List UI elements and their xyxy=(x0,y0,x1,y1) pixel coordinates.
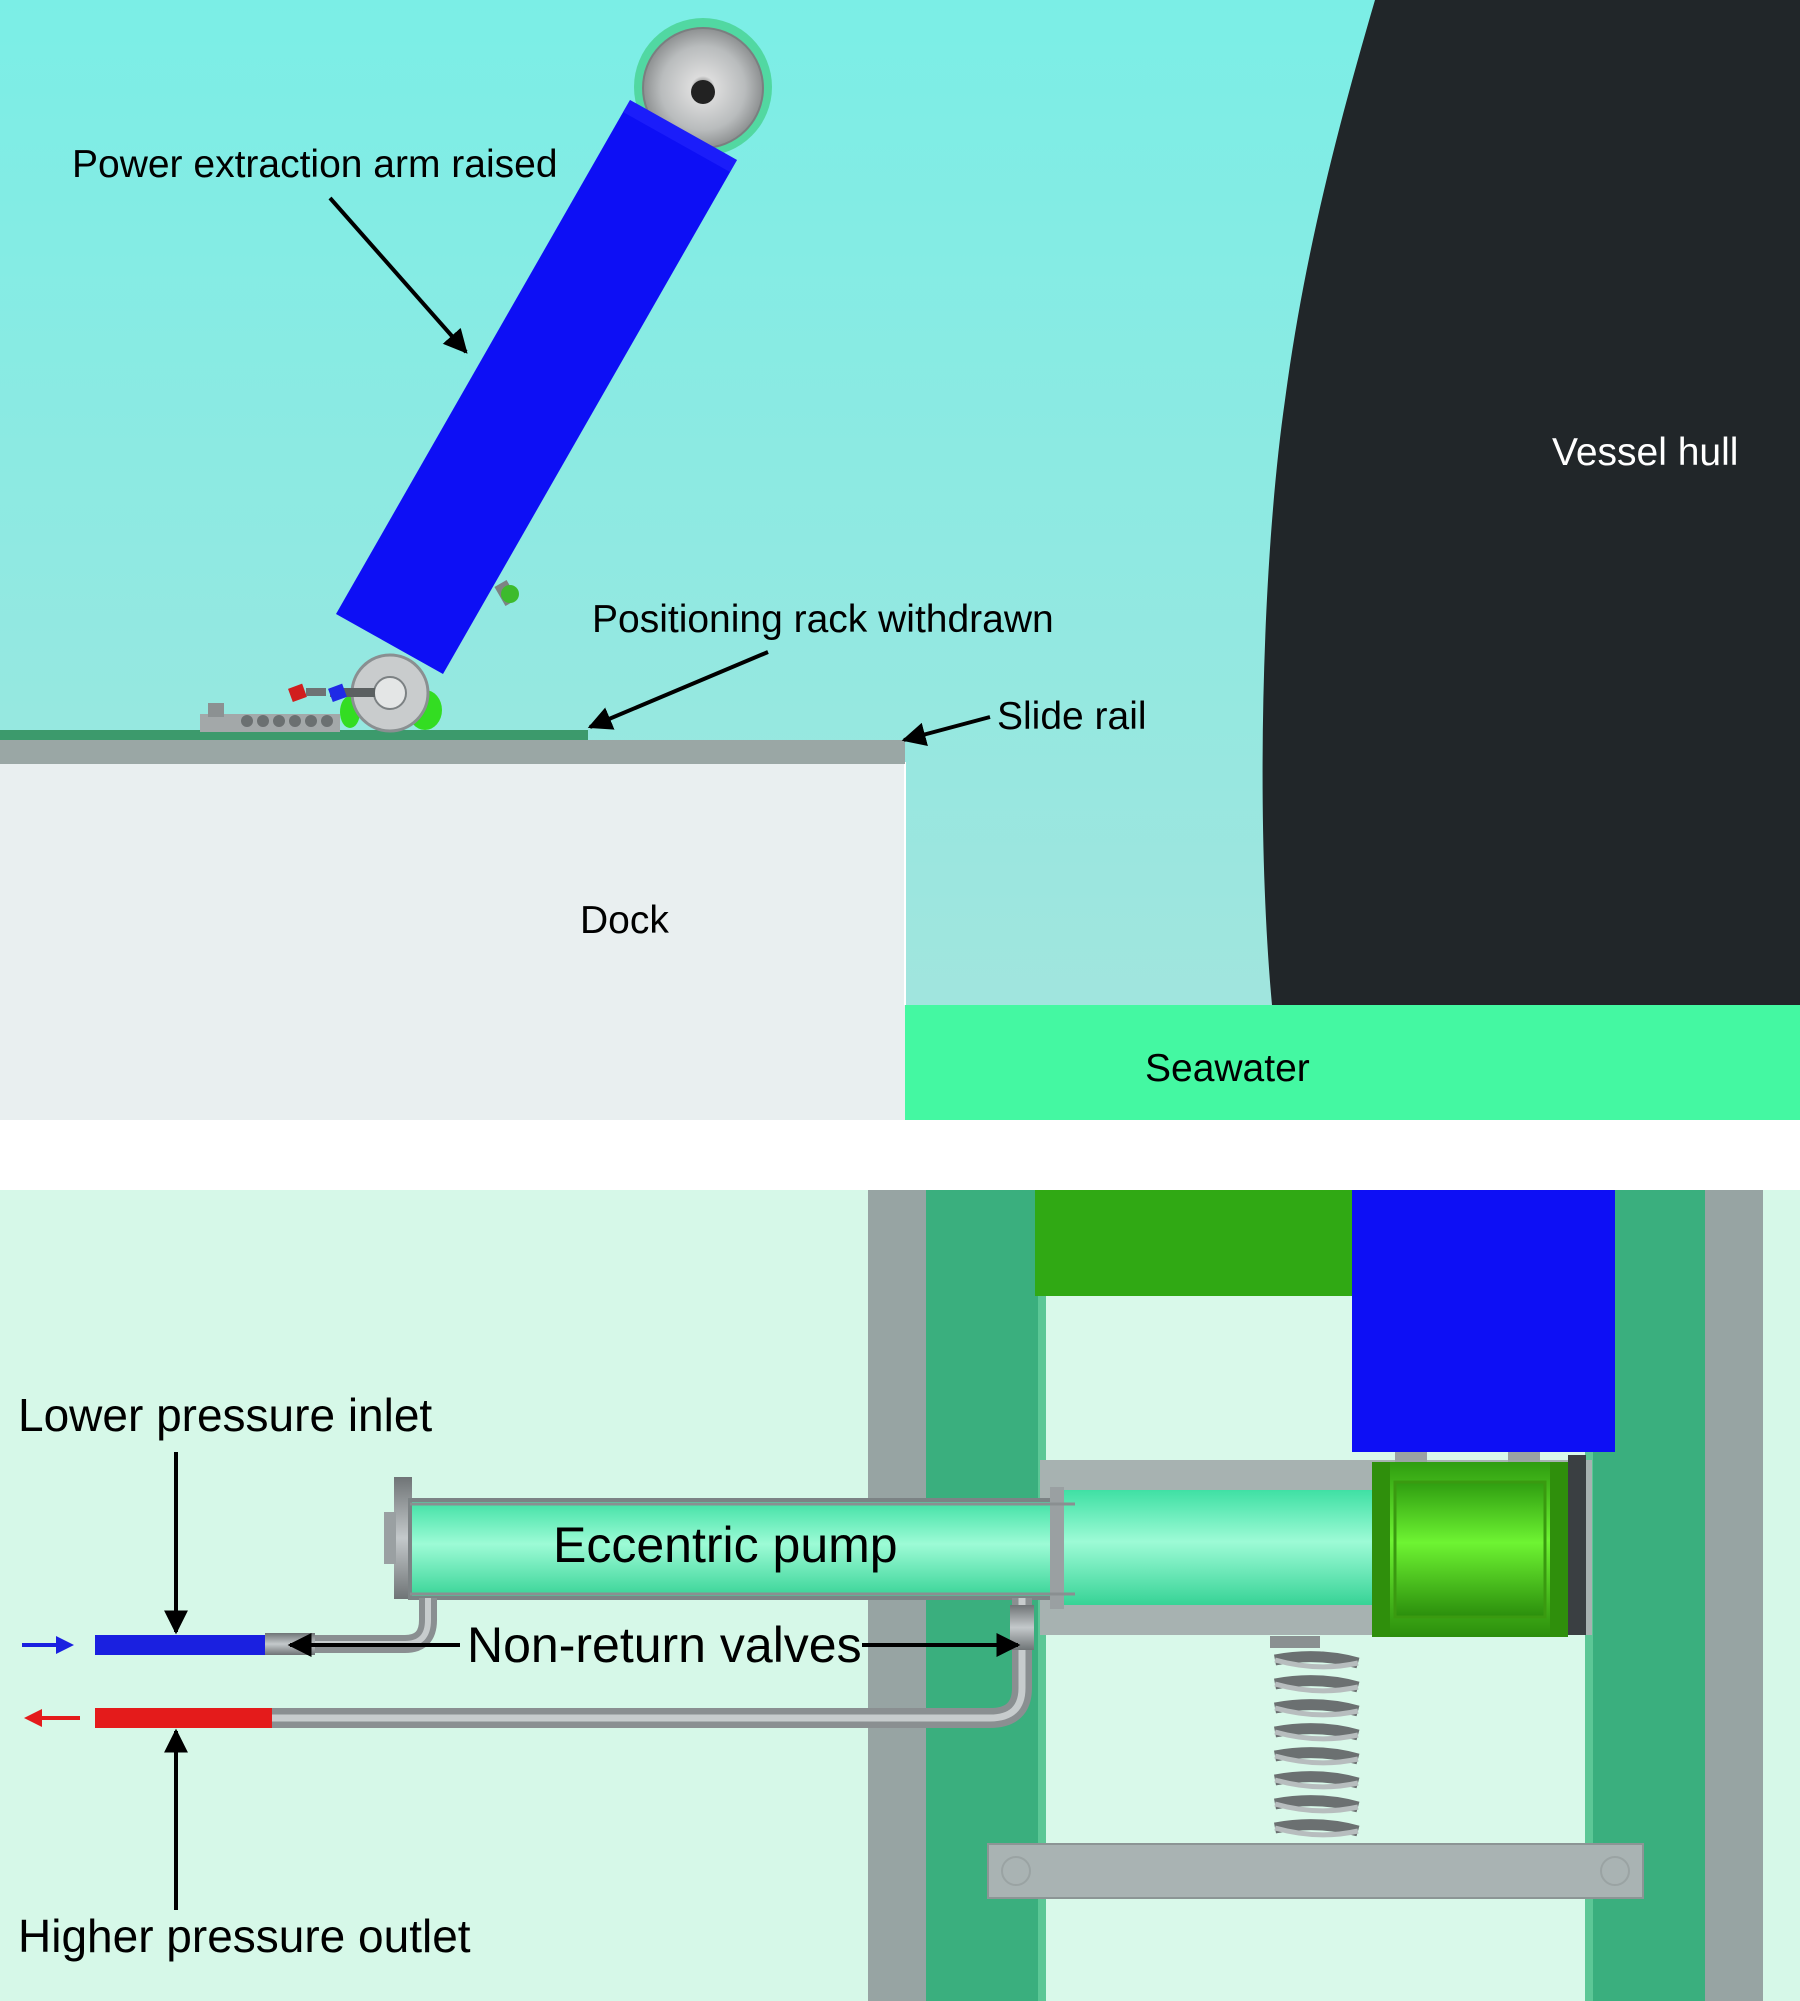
label-pump: Eccentric pump xyxy=(553,1517,898,1573)
inlet-blue-section xyxy=(95,1635,267,1655)
red-port xyxy=(288,683,307,702)
positioning-rack xyxy=(0,730,588,740)
spring xyxy=(1270,1636,1360,1838)
inlet-flow-arrow xyxy=(22,1636,74,1654)
pump-piston xyxy=(1060,1490,1380,1605)
base-plate xyxy=(987,1843,1644,1899)
outlet-flow-arrow xyxy=(24,1709,80,1727)
label-arm: Power extraction arm raised xyxy=(72,143,558,186)
vessel-hull xyxy=(1262,0,1800,1005)
label-hull: Vessel hull xyxy=(1552,431,1738,474)
slide-rail xyxy=(0,740,905,764)
label-rail: Slide rail xyxy=(997,695,1147,738)
top-panel: Power extraction arm raised Positioning … xyxy=(0,0,1800,1120)
arm-base-mechanism xyxy=(200,579,519,733)
label-outlet: Higher pressure outlet xyxy=(18,1910,471,1962)
bearing xyxy=(1372,1452,1586,1637)
rack-leader-arrow xyxy=(587,650,769,730)
label-valves: Non-return valves xyxy=(467,1617,862,1673)
blue-port xyxy=(328,683,347,702)
arm-body xyxy=(336,100,737,674)
eccentric-pump xyxy=(384,1477,1075,1609)
outlet-red-section xyxy=(95,1708,273,1728)
label-sea: Seawater xyxy=(1145,1047,1310,1090)
arm-leader-arrow xyxy=(328,196,468,354)
pump-flange-right xyxy=(1050,1487,1064,1609)
outlet-pipe xyxy=(95,1598,1034,1728)
green-block xyxy=(1035,1190,1352,1296)
label-rack: Positioning rack withdrawn xyxy=(592,598,1054,641)
power-extraction-arm xyxy=(336,18,772,674)
label-inlet: Lower pressure inlet xyxy=(18,1389,432,1441)
arm-wheel-hub xyxy=(691,80,715,104)
label-dock: Dock xyxy=(580,899,669,942)
seawater xyxy=(905,1005,1800,1120)
bottom-panel: Lower pressure inlet Eccentric pump Non-… xyxy=(0,1190,1800,2001)
frame-post-grey-right xyxy=(1705,1190,1763,2001)
rail-leader-arrow xyxy=(901,715,991,747)
pump-end-flange xyxy=(394,1477,412,1599)
panel-divider xyxy=(0,1120,1800,1190)
dock-block xyxy=(0,762,905,1120)
arm-end-blue xyxy=(1352,1190,1615,1452)
